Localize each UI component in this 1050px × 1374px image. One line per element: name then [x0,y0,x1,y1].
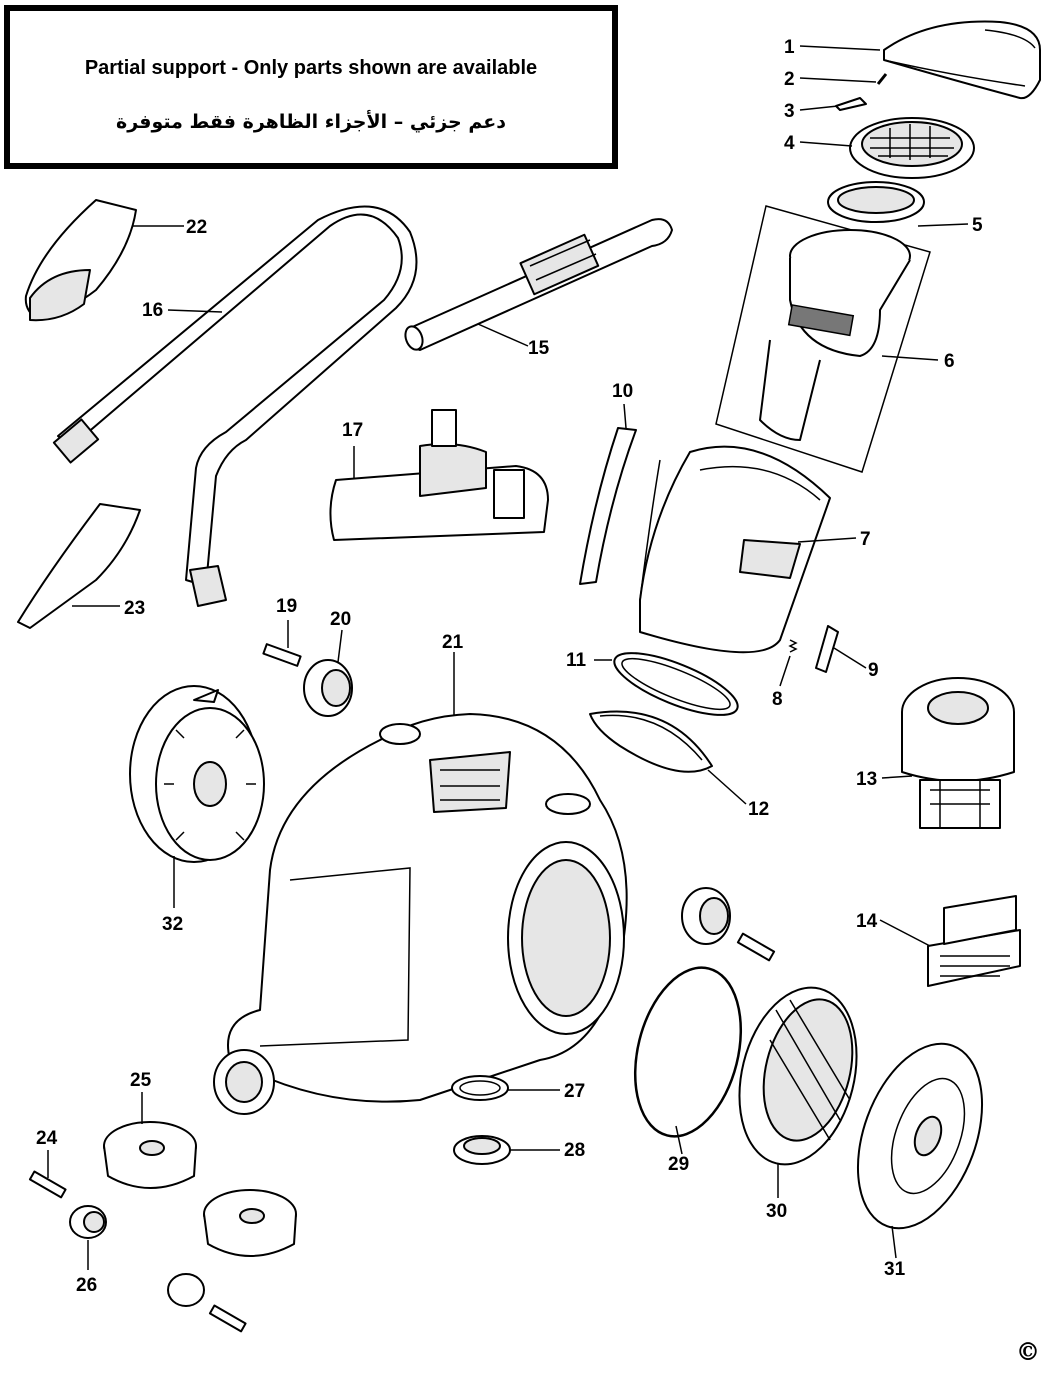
part-14-pcb [927,895,1021,987]
notice-arabic: دعم جزئي – الأجزاء الظاهرة فقط متوفرة [116,111,506,133]
label-part-20: 20 [330,609,351,630]
label-part-17: 17 [342,420,363,441]
part-27-ring [451,1075,509,1101]
part-32-cable-reel [129,685,265,863]
label-part-13: 13 [856,769,877,790]
part-7-dust-bin [639,445,831,654]
part-29-seal-ring [633,966,743,1138]
label-part-4: 4 [784,133,795,154]
part-5-mesh-filter [827,181,925,223]
leader-lines [47,45,969,1270]
label-part-15: 15 [528,338,550,359]
part-21-main-body [213,713,628,1115]
notice-english: Partial support - Only parts shown are a… [84,57,538,79]
label-part-21: 21 [442,632,464,653]
part-25-caster [103,1121,197,1189]
part-30-side-grille [738,986,858,1166]
part-19-axle-pin [262,643,302,667]
part-20-wheel [303,659,353,717]
label-part-31: 31 [884,1259,906,1280]
label-part-16: 16 [142,300,163,321]
part-labels: 1 2 3 4 5 6 7 8 9 10 11 12 13 14 15 16 1… [36,37,983,1296]
label-part-2: 2 [784,69,795,90]
part-9-release-lever [815,625,839,673]
part-1-top-cover [883,20,1041,100]
part-22-brush-tool [24,199,137,322]
label-part-7: 7 [860,529,871,550]
label-part-30: 30 [766,1201,787,1222]
label-part-32: 32 [162,914,183,935]
label-part-27: 27 [564,1081,585,1102]
part-15-wand [404,218,673,351]
part-16-hose [52,205,418,607]
part-12-bin-bottom [589,710,713,773]
label-part-9: 9 [868,660,879,681]
label-part-23: 23 [124,598,145,619]
label-part-14: 14 [856,911,878,932]
caster-wheel-duplicate [167,1273,247,1333]
part-13-motor [901,677,1015,829]
part-23-crevice-tool [17,503,141,629]
part-2-pin [876,73,888,85]
part-6-cyclone [715,205,931,473]
label-part-11: 11 [566,650,587,671]
label-part-5: 5 [972,215,983,236]
label-part-25: 25 [130,1070,152,1091]
part-10-handle-strip [579,427,637,585]
wheel-duplicate-right [681,887,776,962]
part-8-spring [788,639,798,653]
label-part-10: 10 [612,381,633,402]
label-part-19: 19 [276,596,297,617]
part-28-cap [453,1135,511,1165]
label-part-6: 6 [944,351,955,372]
label-part-8: 8 [772,689,783,710]
part-3-latch [835,97,867,111]
label-part-3: 3 [784,101,795,122]
label-part-28: 28 [564,1140,585,1161]
label-part-24: 24 [36,1128,58,1149]
copyright-mark: © [1016,1337,1040,1366]
label-part-12: 12 [748,799,769,820]
caster-duplicate [203,1189,297,1257]
part-4-filter [849,117,975,179]
part-17-floor-head [329,409,549,541]
label-part-29: 29 [668,1154,689,1175]
label-part-1: 1 [784,37,795,58]
part-11-gasket [613,652,739,716]
part-26-caster-wheel [69,1205,107,1239]
part-31-side-cover [856,1042,984,1230]
label-part-22: 22 [186,217,207,238]
label-part-26: 26 [76,1275,97,1296]
availability-notice: Partial support - Only parts shown are a… [4,5,618,169]
part-24-axle-pin [28,1170,67,1199]
